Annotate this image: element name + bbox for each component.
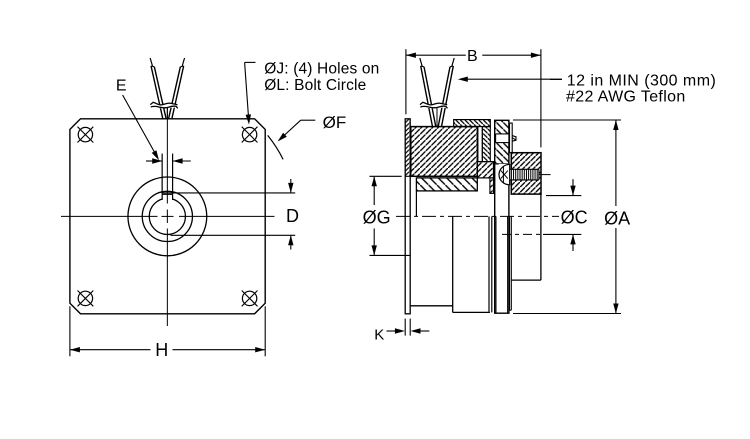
svg-text:ØF: ØF: [323, 113, 347, 132]
svg-text:H: H: [155, 340, 168, 360]
svg-text:K: K: [374, 326, 384, 343]
svg-text:D: D: [286, 206, 299, 226]
svg-text:B: B: [467, 48, 478, 65]
svg-text:ØC: ØC: [561, 207, 588, 227]
svg-text:ØJ: (4) Holes on: ØJ: (4) Holes on: [264, 61, 379, 78]
svg-text:12 in MIN (300 mm): 12 in MIN (300 mm): [567, 72, 716, 89]
svg-text:ØA: ØA: [604, 209, 630, 229]
svg-text:ØL: Bolt Circle: ØL: Bolt Circle: [264, 77, 366, 94]
svg-text:ØG: ØG: [363, 207, 391, 227]
svg-text:#22 AWG Teflon: #22 AWG Teflon: [566, 89, 686, 106]
svg-text:E: E: [116, 77, 127, 94]
